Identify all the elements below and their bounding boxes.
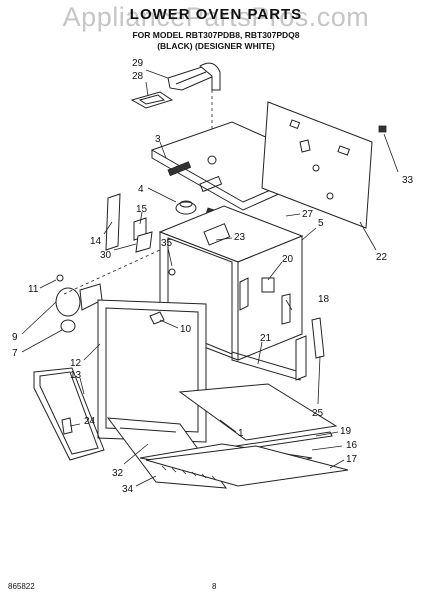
door-gasket-part xyxy=(33,367,105,461)
document-number: 865822 xyxy=(8,582,35,591)
callout-19: 19 xyxy=(340,426,352,437)
duct-bracket-part xyxy=(130,91,174,109)
latch-part xyxy=(149,311,165,325)
oven-bottom-part xyxy=(178,383,338,441)
callout-24: 24 xyxy=(84,416,96,427)
callout-22: 22 xyxy=(376,252,388,263)
watermark: AppliancePartsPros.com xyxy=(62,2,370,32)
callout-33: 33 xyxy=(402,175,414,186)
callout-12: 12 xyxy=(70,358,82,369)
kick-panel-part xyxy=(139,443,349,487)
page-title: LOWER OVEN PARTS xyxy=(129,6,303,23)
oven-light-part xyxy=(55,249,161,333)
oven-cavity-part xyxy=(158,205,304,361)
callout-29: 29 xyxy=(132,58,144,69)
model-line: FOR MODEL RBT307PDB8, RBT307PDQ8 xyxy=(132,30,300,40)
callout-35: 35 xyxy=(161,238,173,249)
page-number: 8 xyxy=(212,582,217,591)
leader-lines xyxy=(21,69,399,487)
callout-18: 18 xyxy=(318,294,330,305)
callout-10: 10 xyxy=(180,324,192,335)
callout-7: 7 xyxy=(12,348,18,359)
callout-21: 21 xyxy=(260,333,272,344)
callout-34: 34 xyxy=(122,484,134,495)
callout-13: 13 xyxy=(70,370,82,381)
callout-1: 1 xyxy=(238,428,244,439)
switch-bracket-part xyxy=(105,193,153,253)
front-frame-part xyxy=(97,299,207,443)
callout-11: 11 xyxy=(28,284,39,295)
callout-28: 28 xyxy=(132,71,144,82)
side-trim-part xyxy=(231,293,325,381)
callout-3: 3 xyxy=(155,134,161,145)
callout-15: 15 xyxy=(136,204,148,215)
vent-duct-part xyxy=(167,62,221,91)
callout-5: 5 xyxy=(318,218,324,229)
callout-9: 9 xyxy=(12,332,18,343)
callout-4: 4 xyxy=(138,184,144,195)
clip-part xyxy=(378,125,387,133)
callout-25: 25 xyxy=(312,408,324,419)
gasket-clip-part xyxy=(61,417,73,435)
color-line: (BLACK) (DESIGNER WHITE) xyxy=(157,41,275,51)
callout-20: 20 xyxy=(282,254,294,265)
rear-panel-part xyxy=(261,101,373,229)
callout-16: 16 xyxy=(346,440,358,451)
callout-30: 30 xyxy=(100,250,112,261)
callout-17: 17 xyxy=(346,454,358,465)
callout-32: 32 xyxy=(112,468,124,479)
callout-14: 14 xyxy=(90,236,102,247)
callout-27: 27 xyxy=(302,209,314,220)
callout-23: 23 xyxy=(234,232,246,243)
callout-labels: 29 28 3 4 15 14 30 35 23 27 5 33 22 20 1… xyxy=(12,58,414,495)
